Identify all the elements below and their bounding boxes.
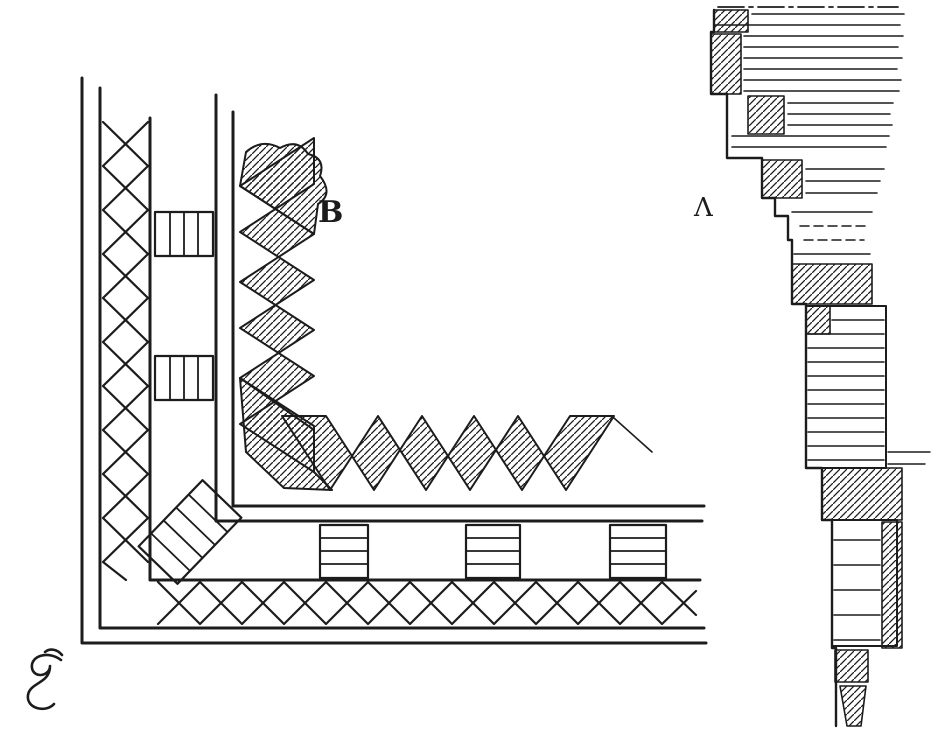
section-profile-figure: Λ — [693, 6, 931, 728]
shaft-rectangle-upper — [805, 305, 887, 469]
hatched-block-shaft-top — [805, 305, 831, 335]
label-a: Λ — [693, 193, 714, 223]
hatched-band-middle — [821, 467, 903, 521]
hatched-block-tip — [839, 685, 867, 727]
billet-block-lines — [609, 537, 667, 565]
hatched-blocks — [710, 9, 903, 727]
triangle-zigzag-mirror-line — [156, 580, 698, 626]
triangle-zigzag-line — [156, 580, 698, 626]
label-b: B — [318, 195, 343, 230]
course-lines-lower — [833, 539, 881, 641]
billet-block-lines — [319, 537, 369, 565]
second-border-line — [98, 86, 706, 630]
billet-block-lines — [169, 211, 199, 257]
hatched-strip-right — [881, 521, 903, 649]
course-lines-right-extension — [887, 451, 931, 465]
hatched-block-step2 — [761, 159, 803, 199]
mitre-block-rungs — [150, 493, 229, 572]
hatched-block-left-strip — [710, 33, 742, 95]
billet-band-vertical — [153, 210, 215, 402]
profile-outline — [709, 8, 838, 728]
hatched-block-corbel — [791, 263, 873, 305]
triangle-band-vertical — [101, 120, 150, 582]
inner-border-line — [231, 110, 706, 508]
triangle-zigzag-mirror-line — [101, 120, 150, 564]
hatched-block-step1 — [747, 95, 785, 135]
billet-block-lines — [169, 355, 199, 401]
course-lines-middle-dashed — [799, 225, 869, 241]
course-lines-top — [713, 13, 905, 92]
course-lines-middle — [791, 211, 873, 255]
hatched-block-base — [834, 649, 869, 683]
signature-scribble — [26, 648, 64, 711]
mitre-block-outline — [137, 479, 243, 585]
billet-block-lines — [465, 537, 521, 565]
corner-plan-figure: B — [26, 76, 708, 711]
hatched-block-top — [713, 9, 749, 33]
chevron-tail-line — [613, 417, 653, 453]
chevron-ornament — [239, 137, 653, 491]
billet-band-bottom — [318, 523, 668, 580]
triangle-band-bottom — [156, 580, 698, 626]
course-lines-upper — [731, 102, 894, 194]
third-border-line — [148, 116, 702, 582]
chevron-ribbon-horizontal — [281, 415, 615, 491]
outer-border-line — [80, 76, 708, 645]
course-lines-shaft — [807, 319, 885, 461]
mitre-corner-block — [137, 479, 243, 585]
shaft-rectangle-lower — [831, 519, 898, 647]
